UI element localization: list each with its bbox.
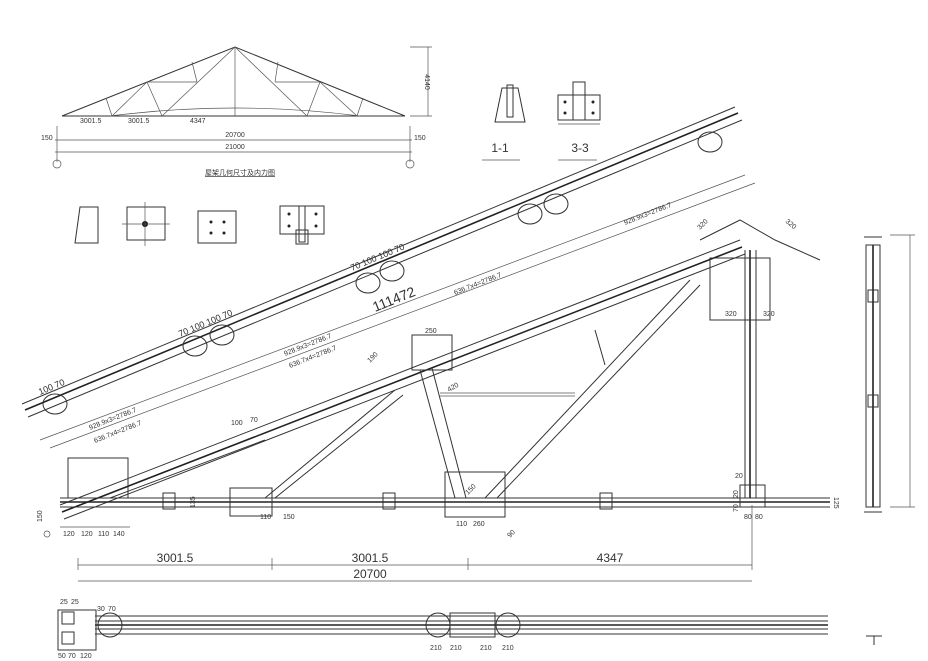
right-dim-20b: 20 [733, 490, 740, 498]
bottom-plan: 25 25 30 70 50 70 120 210 210 210 210 [57, 599, 828, 660]
elevation-span-outer: 21000 [225, 144, 245, 151]
plan-dim-210c: 210 [480, 645, 492, 652]
section-1-1-label: 1-1 [491, 141, 509, 155]
plan-dim-70: 70 [108, 606, 116, 613]
elevation-height: 4140 [423, 74, 430, 90]
section-details: 1-1 3-3 [482, 81, 601, 161]
elevation-seg-1: 3001.5 [80, 118, 102, 125]
dim-4347: 4347 [597, 551, 624, 565]
bolt-spacing-2: 70 100 100 70 [349, 242, 406, 273]
plan-dim-25a: 25 [60, 599, 68, 606]
truss-elevation: 20700 21000 4140 150 150 3001.5 3001.5 4… [41, 46, 432, 177]
left-dim-110: 110 [98, 531, 109, 538]
plan-dim-210b: 210 [450, 645, 462, 652]
section-3-3-label: 3-3 [571, 141, 589, 155]
left-dim-120b: 120 [81, 531, 93, 538]
right-dim-80b: 80 [755, 514, 763, 521]
left-dim-150: 150 [37, 510, 44, 522]
left-dim-120a: 120 [63, 531, 75, 538]
mid-dim-110b: 110 [456, 521, 467, 528]
plate-dim-150: 150 [464, 483, 477, 496]
node-plate [411, 334, 453, 371]
plate-dim-320d: 320 [763, 311, 775, 318]
elevation-caption: 屋架几何尺寸及内力图 [205, 168, 275, 177]
mid-dim-110a: 110 [260, 514, 271, 521]
truss-half: 928.9x3=2786.7 636.7x4=2786.7 928.9x3=27… [37, 202, 839, 540]
plan-dim-50: 50 [58, 653, 66, 660]
mid-dim-90: 90 [506, 529, 517, 540]
left-dim-140: 140 [113, 531, 125, 538]
dim-3001-5-a: 3001.5 [157, 551, 194, 565]
plan-dim-30: 30 [97, 606, 105, 613]
plan-dim-120: 120 [80, 653, 92, 660]
elevation-span-inner: 20700 [225, 132, 245, 139]
rafter-length: 111472 [370, 283, 418, 315]
bolt-plates [42, 131, 723, 415]
plate-dim-320b: 320 [784, 218, 798, 231]
right-dim-70: 70 [733, 504, 740, 512]
plate-dim-100: 100 [231, 420, 243, 427]
plan-dim-25b: 25 [71, 599, 79, 606]
plate-dim-320c: 320 [725, 311, 737, 318]
right-dim-80a: 80 [744, 514, 752, 521]
plate-dim-190: 190 [366, 351, 379, 364]
plan-dim-210d: 210 [502, 645, 514, 652]
mid-dim-260: 260 [473, 521, 485, 528]
elevation-seg-3: 4347 [190, 118, 206, 125]
elevation-end-left: 150 [41, 135, 53, 142]
mid-dim-150: 150 [283, 514, 295, 521]
dim-3001-5-b: 3001.5 [352, 551, 389, 565]
plate-dim-420: 420 [447, 382, 461, 394]
plate-details [74, 202, 325, 246]
plate-dim-250: 250 [425, 328, 437, 335]
right-dim-125: 125 [832, 497, 839, 509]
plate-dim-135: 135 [190, 496, 197, 508]
plan-dim-70b: 70 [68, 653, 76, 660]
elevation-end-right: 150 [414, 135, 426, 142]
plate-dim-70: 70 [250, 417, 258, 424]
dim-total-span: 20700 [353, 567, 387, 581]
plan-dim-210a: 210 [430, 645, 442, 652]
right-dim-20: 20 [735, 473, 743, 480]
span-dimensions: 3001.5 3001.5 4347 20700 [77, 505, 753, 582]
side-member [864, 234, 915, 645]
plate-dim-320a: 320 [696, 218, 709, 231]
elevation-seg-2: 3001.5 [128, 118, 150, 125]
